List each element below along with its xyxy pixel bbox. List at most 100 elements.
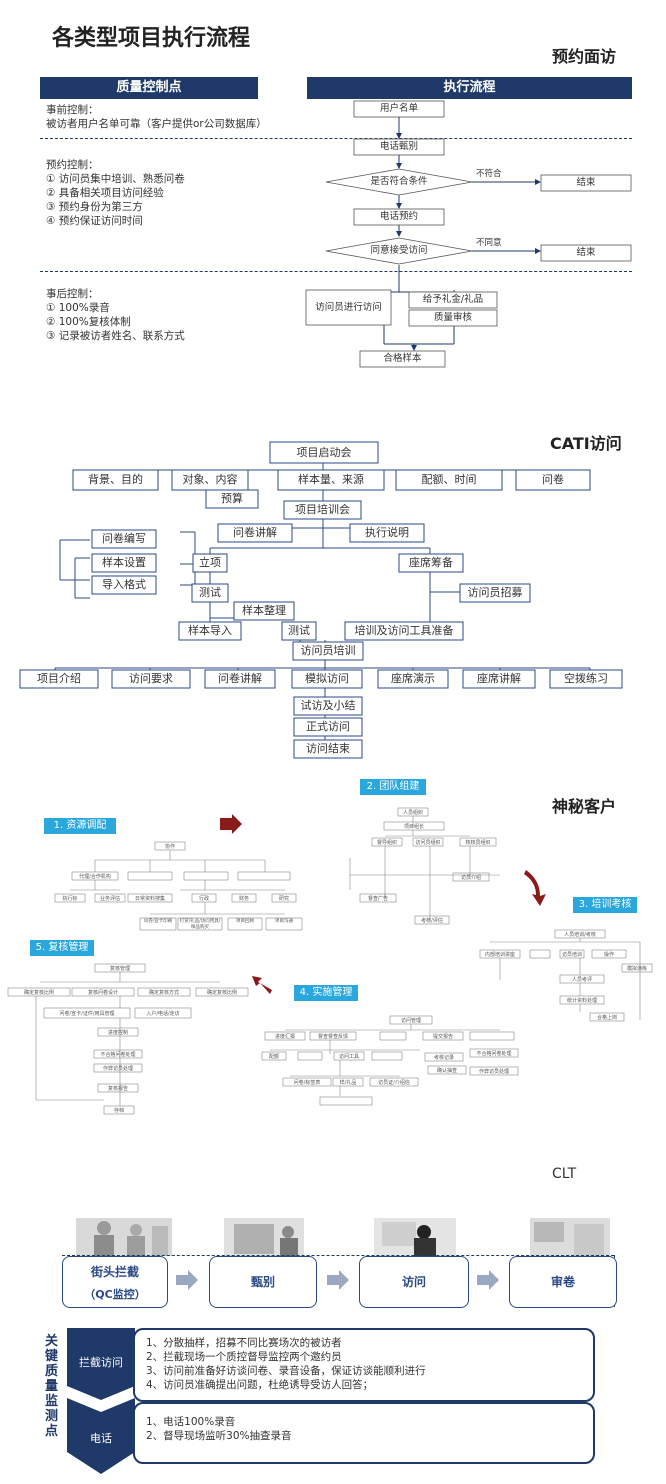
test1-label: 测试	[199, 586, 221, 599]
phone-screen-box	[353, 138, 445, 156]
row-box-1	[19, 669, 99, 689]
post-control-item: ② 100%复核体制	[46, 316, 131, 328]
phone-booking-box	[353, 208, 445, 226]
q-edit-box	[91, 529, 157, 549]
agree-label: 同意接受访问	[370, 245, 428, 256]
mini-text: 核核员组织	[465, 840, 491, 846]
row-box-3	[204, 669, 276, 689]
mini-text: 复核管理	[109, 966, 130, 972]
end-box-1	[540, 174, 632, 192]
pilot-box	[293, 696, 363, 716]
divider-line	[40, 271, 632, 272]
condition-label: 是否符合条件	[370, 176, 428, 187]
mini-text: 人员培训/考核	[564, 932, 596, 938]
end-label-1: 结束	[576, 177, 596, 188]
mini-text: 确定复核比例	[23, 990, 54, 996]
mystery-label-1: 1. 资源调配	[44, 818, 116, 834]
intercept-item: 1、分散抽样，招募不同比赛场次的被访者	[146, 1337, 342, 1349]
mini-text: 项目组长	[403, 824, 424, 830]
post-control-heading: 事后控制：	[46, 288, 99, 300]
tool-prep-label: 培训及访问工具准备	[354, 624, 454, 637]
row-box-4	[291, 669, 363, 689]
booking-control-item: ③ 预约身份为第三方	[46, 201, 143, 213]
intercept-detail-box	[133, 1328, 595, 1402]
formal-label: 正式访问	[306, 720, 350, 733]
end-box-2	[540, 244, 632, 262]
intercept-item: 2、拦截现场一个质控督导监控两个邀约员	[146, 1351, 342, 1363]
intercept-item: 4、访问员准确提出问题，杜绝诱导受访人回答；	[146, 1379, 374, 1391]
phone-screen-label: 电话甄别	[379, 141, 418, 152]
sample-clean-label: 样本整理	[242, 604, 286, 617]
row-label: 项目介绍	[37, 672, 81, 685]
q-explain-box	[217, 523, 293, 543]
booking-control-item: ② 具备相关项目访问经验	[46, 187, 164, 199]
mini-text: 人员考评	[571, 977, 592, 983]
mini-text: 统计资料处理	[566, 998, 597, 1004]
questionnaire-label: 问卷	[542, 473, 564, 486]
mini-text: 确定复核比例	[206, 990, 237, 996]
cati-flowchart	[19, 441, 623, 759]
photo-strip	[76, 1218, 610, 1256]
interviewer-train-label: 访问员培训	[300, 644, 356, 657]
quality-review-label: 质量审核	[433, 312, 472, 323]
mini-text: 合格上岗	[596, 1015, 617, 1021]
pre-control-heading: 事前控制：	[46, 104, 99, 116]
step-sublabel: （QC监控）	[84, 1288, 146, 1301]
import-format-box	[91, 575, 157, 595]
row-box-5	[377, 669, 449, 689]
mini-text: 作弊访员处理	[478, 1069, 509, 1075]
mini-text: 访问管理	[400, 1018, 421, 1024]
mini-text: 人员组织	[402, 810, 423, 816]
mini-text: 确定复核方式	[148, 990, 179, 996]
post-control-item: ③ 记录被访者姓名、联系方式	[46, 330, 185, 342]
setup-box	[192, 553, 228, 573]
mini-text: 访员介绍	[460, 875, 481, 881]
training-meeting-label: 项目培训会	[295, 503, 350, 516]
mini-text: 存档	[113, 1108, 124, 1114]
mini-text: 督导组织	[376, 840, 397, 846]
sample-source-label: 样本量、来源	[298, 473, 364, 486]
mini-text: 访问员组织	[415, 840, 441, 846]
interviewer-visit-label: 访问员进行访问	[315, 302, 382, 313]
step-arrow-icon	[327, 1270, 349, 1290]
seat-prep-label: 座席筹备	[409, 556, 453, 569]
mini-text: 提交报告	[432, 1034, 453, 1040]
kickoff-box	[269, 441, 379, 464]
end-label-2: 结束	[576, 247, 596, 258]
step-arrow-icon	[176, 1270, 198, 1290]
intercept-label: 拦截访问	[79, 1356, 123, 1369]
mini-text: 模拟演练	[626, 966, 647, 972]
phone-chevron	[67, 1398, 135, 1474]
divider-line	[40, 138, 632, 139]
step-label: 审卷	[550, 1275, 575, 1289]
mini-text: 不合格问卷处理	[100, 1052, 136, 1058]
interview-photo	[374, 1218, 456, 1256]
sample-setup-label: 样本设置	[102, 556, 146, 569]
user-list-label: 用户名单	[379, 103, 418, 114]
mini-text: 复核报告	[107, 1086, 128, 1092]
key-quality-side-label: 关键质量监测点	[45, 1334, 59, 1439]
phone-label: 电话	[90, 1432, 112, 1445]
quota-time-label: 配额、时间	[421, 473, 477, 486]
mini-text: 协作	[164, 844, 175, 850]
mystery-label-3: 3. 培训考核	[573, 897, 637, 913]
mystery-label-5: 5. 复核管理	[30, 940, 94, 956]
gift-label: 给予礼金/礼品	[422, 294, 484, 305]
kickoff-label: 项目启动会	[296, 446, 352, 459]
section-title-cati: CATI访问	[550, 434, 622, 453]
row-label: 问卷讲解	[218, 672, 262, 685]
mini-text: 督查督查反馈	[317, 1034, 348, 1040]
questionnaire-box	[515, 469, 591, 491]
row-box-2	[111, 669, 191, 689]
mini-text: 进度汇报	[274, 1034, 295, 1040]
arrow-down-icon	[524, 870, 546, 906]
row-label: 模拟访问	[305, 672, 349, 685]
mini-text: 不合格问卷处理	[476, 1051, 512, 1057]
mini-text: 考核/评估	[421, 918, 443, 924]
gift-box	[408, 291, 498, 309]
mini-text: 操作	[603, 952, 614, 958]
mini-text: 问卷/宣卡印刷	[143, 919, 173, 924]
mini-text: 问卷/标签表	[293, 1080, 321, 1086]
booking-control-heading: 预约控制：	[46, 159, 99, 171]
mini-text: 业务评估	[99, 896, 120, 902]
